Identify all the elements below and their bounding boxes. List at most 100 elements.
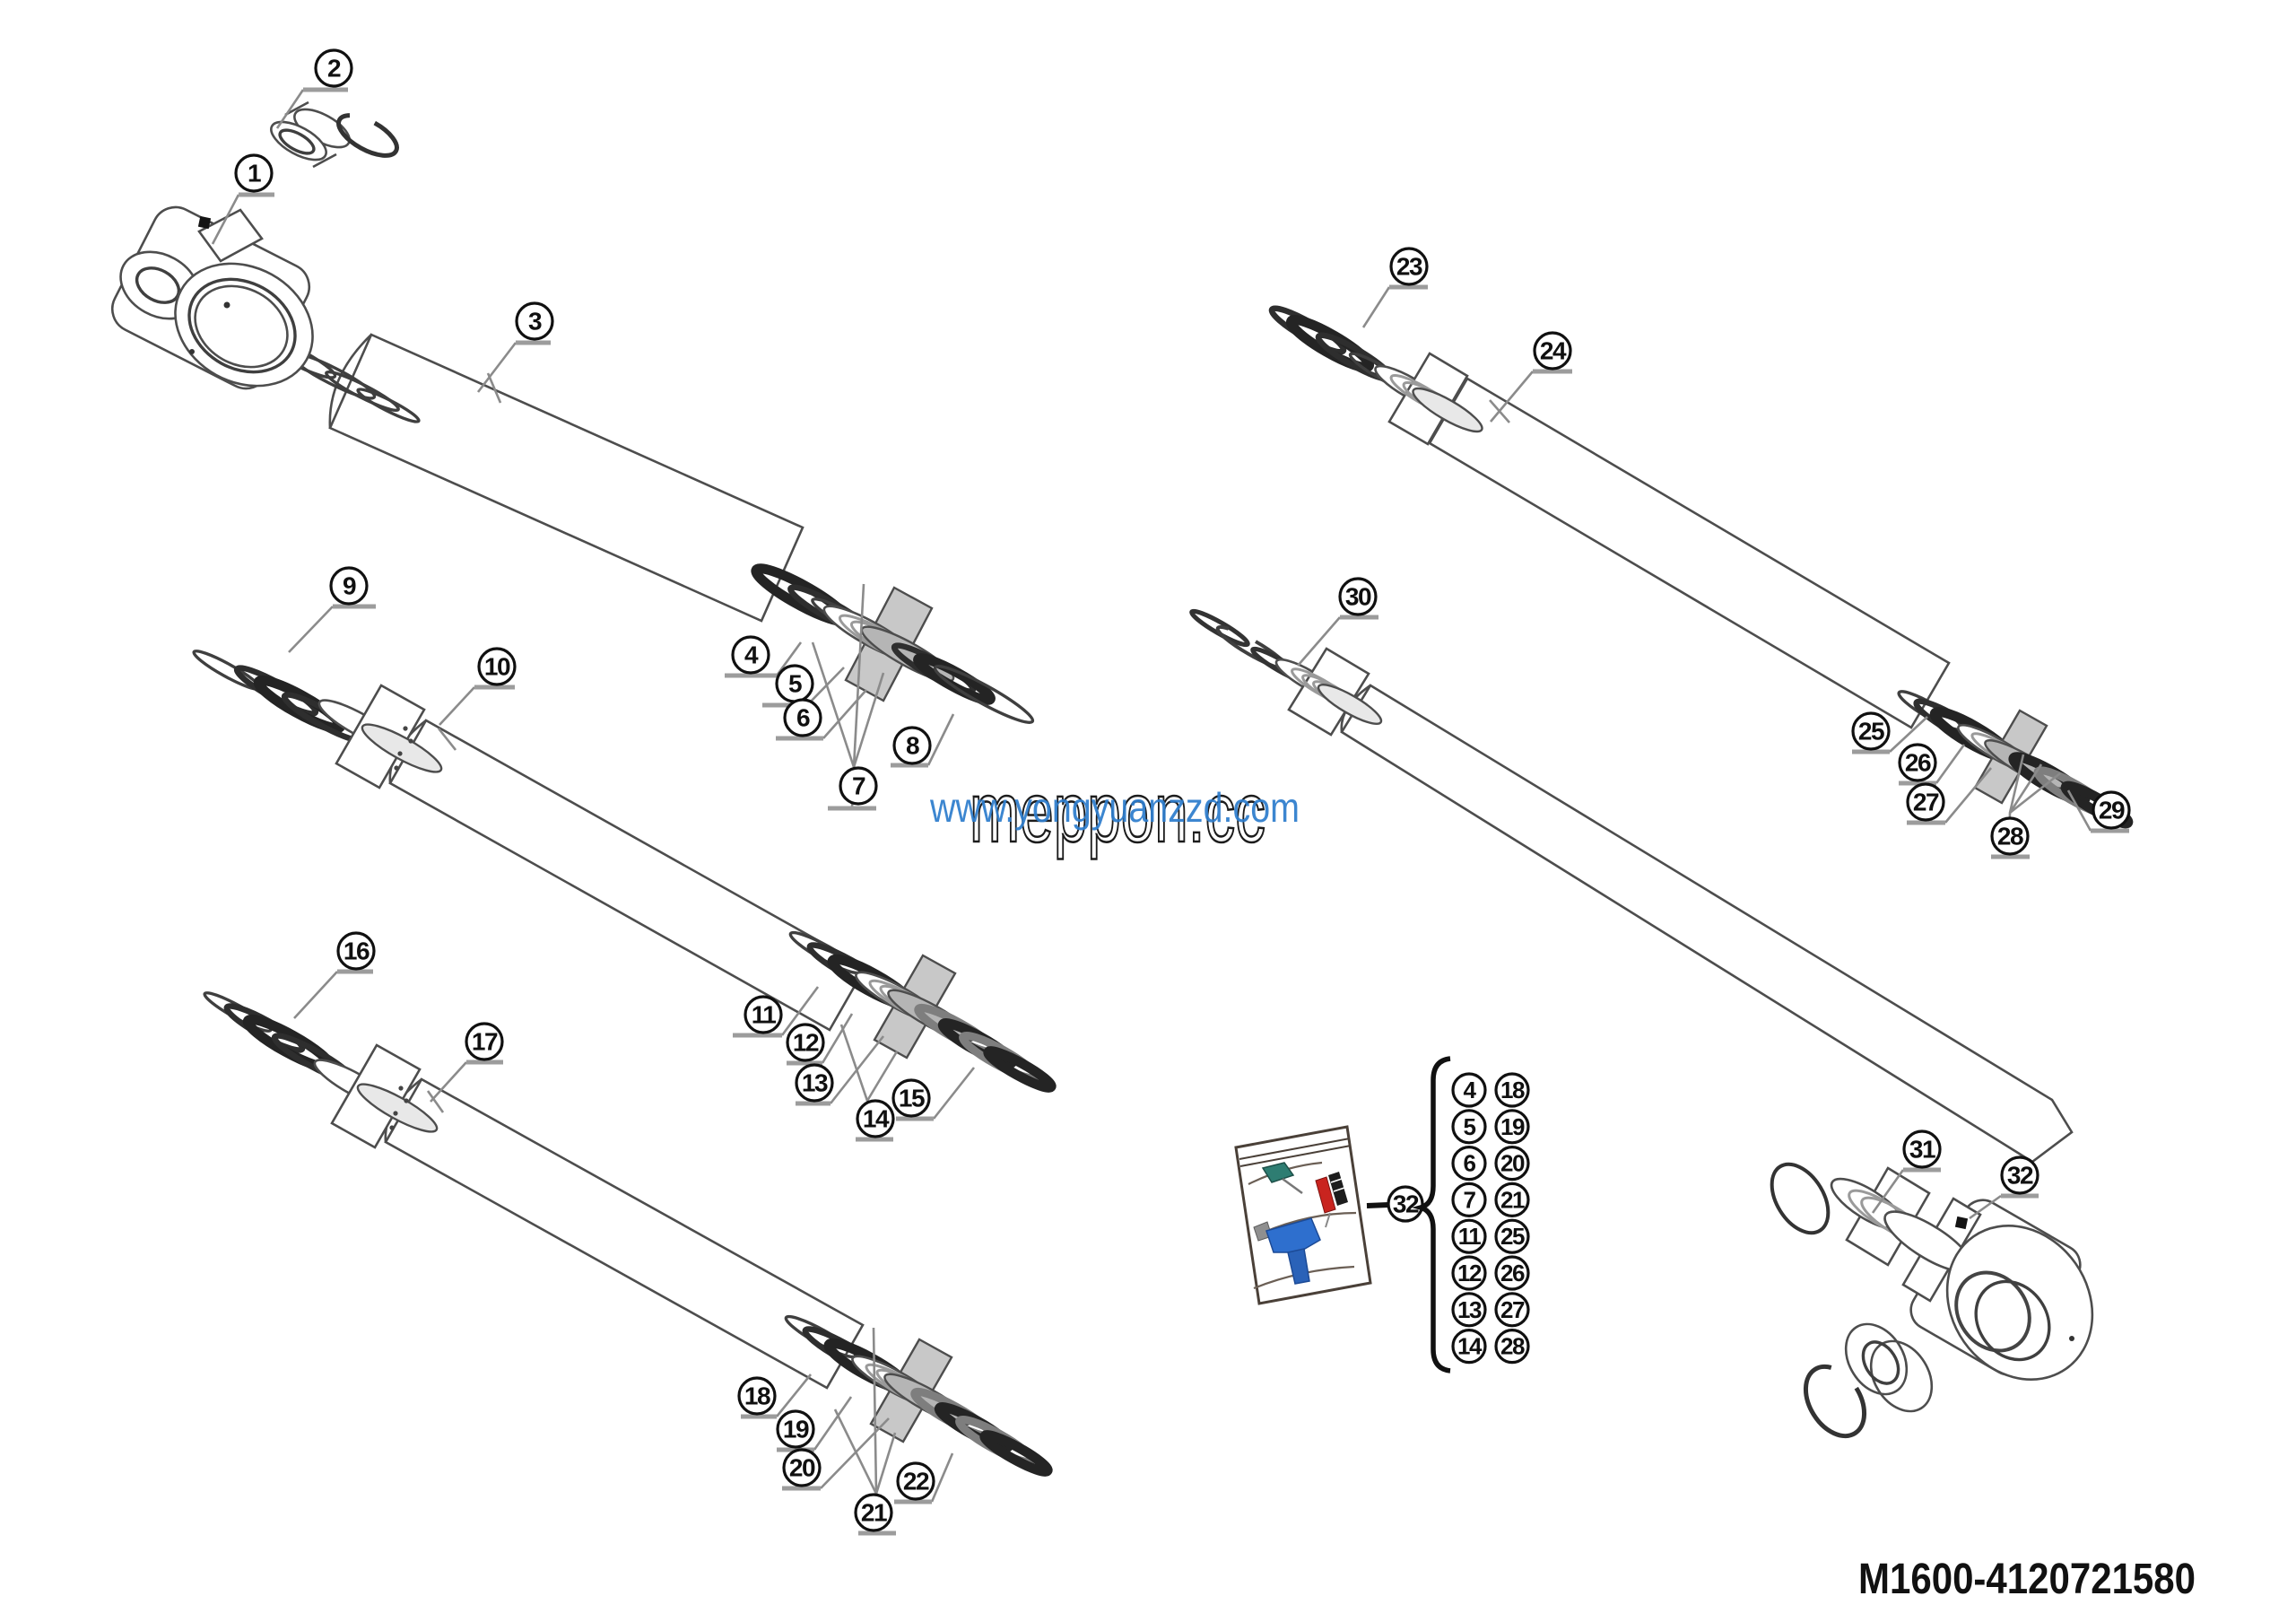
kit-pair-circle: [1494, 1109, 1530, 1145]
callout-4: 4: [725, 635, 803, 678]
leader-line: [852, 583, 865, 768]
callout-8: 8: [891, 713, 955, 768]
callout-number: 17: [472, 1028, 498, 1056]
marker-dot: [197, 215, 212, 230]
cylinder-tube: [328, 333, 804, 623]
callout-number: 16: [344, 937, 370, 965]
snap-ring: [336, 113, 399, 158]
callout-19: 19: [776, 1396, 853, 1452]
kit-pair-circle: [1494, 1292, 1530, 1328]
callout-6: 6: [776, 689, 867, 741]
kit-pair-number: 11: [1458, 1223, 1482, 1250]
callout-number: 22: [903, 1468, 929, 1496]
callout-number: 4: [744, 641, 759, 669]
callout-22: 22: [894, 1452, 954, 1504]
callout-number: 30: [1345, 583, 1371, 611]
callout-30: 30: [1297, 577, 1378, 667]
callout-number: 15: [899, 1085, 925, 1112]
kit-pair-number: 26: [1500, 1260, 1525, 1286]
marker-dot: [1954, 1216, 1969, 1230]
leader-line: [1935, 744, 1966, 784]
clevis-bore: [1954, 1270, 2031, 1353]
kit-pair-circle: [1494, 1182, 1530, 1218]
leader-line: [1490, 371, 1534, 423]
kit-pair-circle: [1494, 1218, 1530, 1254]
kit-pair-number: 12: [1457, 1260, 1482, 1286]
kit-pair-circle: [1451, 1072, 1487, 1108]
callout-26: 26: [1898, 743, 1966, 786]
kit-pair-circle: [1494, 1072, 1530, 1108]
rod-piston-end: [1274, 647, 1383, 737]
watermark-outline-text: meppon.cc: [970, 765, 1265, 860]
seal-stack-middle: [788, 930, 1057, 1093]
leader-line: [288, 606, 334, 653]
leader-line: [439, 686, 475, 726]
leader-line: [821, 1013, 854, 1064]
leader-line: [852, 672, 885, 768]
callout-number: 24: [1540, 337, 1567, 365]
callout-number: 7: [852, 772, 865, 800]
kit-pair-circle: [1451, 1292, 1487, 1328]
kit-pair-number: 14: [1457, 1333, 1483, 1360]
leader-line: [1297, 616, 1341, 667]
callout-23: 23: [1361, 247, 1429, 328]
kit-pair-number: 28: [1500, 1333, 1525, 1360]
leader-line: [775, 641, 803, 676]
watermark: meppon.cc www.yongyuanzzd.com: [929, 764, 1300, 862]
part-number: M1600-4120721580: [1858, 1556, 2196, 1603]
seal-kit-bag: [1234, 1125, 1372, 1305]
leader-line: [293, 971, 338, 1019]
kit-brace: [1412, 1056, 1451, 1373]
callout-18: 18: [737, 1373, 813, 1419]
clevis-bushing: [1844, 1322, 1909, 1396]
callout-number: 5: [788, 670, 802, 698]
callout-number: 12: [793, 1029, 819, 1057]
leader-line: [1969, 1194, 2002, 1220]
callout-15: 15: [891, 1067, 976, 1121]
callout-number: 11: [752, 1001, 777, 1029]
kit-pair-number: 20: [1500, 1150, 1525, 1177]
leader-line: [874, 1432, 897, 1495]
callout-number: 21: [861, 1499, 887, 1527]
kit-pair-number: 6: [1464, 1150, 1476, 1177]
kit-pair-circle: [1451, 1109, 1487, 1145]
callout-number: 19: [783, 1416, 809, 1443]
callout-3: 3: [476, 301, 554, 404]
callout-14: 14: [839, 1024, 899, 1142]
leader-line: [806, 667, 845, 706]
callout-number: 31: [1909, 1136, 1935, 1164]
kit-pair-circle: [1451, 1255, 1487, 1291]
callout-10: 10: [437, 647, 517, 751]
assembly-clevis-rod: [1189, 608, 2094, 1439]
leader-line: [775, 1373, 813, 1417]
callout-number: 3: [528, 308, 542, 336]
leader-line: [932, 1067, 976, 1120]
leader-line: [275, 89, 305, 129]
piston-rod: [384, 1077, 865, 1390]
callout-number: 6: [796, 704, 810, 732]
leader-line: [1871, 1169, 1905, 1214]
callout-number: 18: [744, 1382, 770, 1410]
callout-number: 26: [1905, 749, 1931, 777]
rod-collar: [1374, 352, 1483, 446]
callout-1: 1: [211, 153, 274, 245]
callout-2: 2: [275, 48, 353, 129]
callout-number: 29: [2099, 797, 2125, 824]
callout-12: 12: [786, 1013, 854, 1066]
callout-25: 25: [1851, 711, 1928, 754]
callout-number: 9: [343, 572, 356, 600]
callout-number: 13: [802, 1069, 828, 1097]
callout-16: 16: [293, 931, 376, 1019]
kit-pair-circle: [1451, 1145, 1487, 1182]
kit-pair-number: 7: [1464, 1186, 1476, 1213]
leader-line: [430, 1061, 467, 1103]
kit-callout-circle: [1387, 1185, 1424, 1223]
kit-item-blue-drill: [1253, 1217, 1321, 1285]
callout-32: 32: [1969, 1155, 2039, 1220]
callout-27: 27: [1906, 767, 1992, 825]
assembly-middle-rod: [192, 650, 1057, 1093]
callout-number: 8: [906, 732, 919, 760]
